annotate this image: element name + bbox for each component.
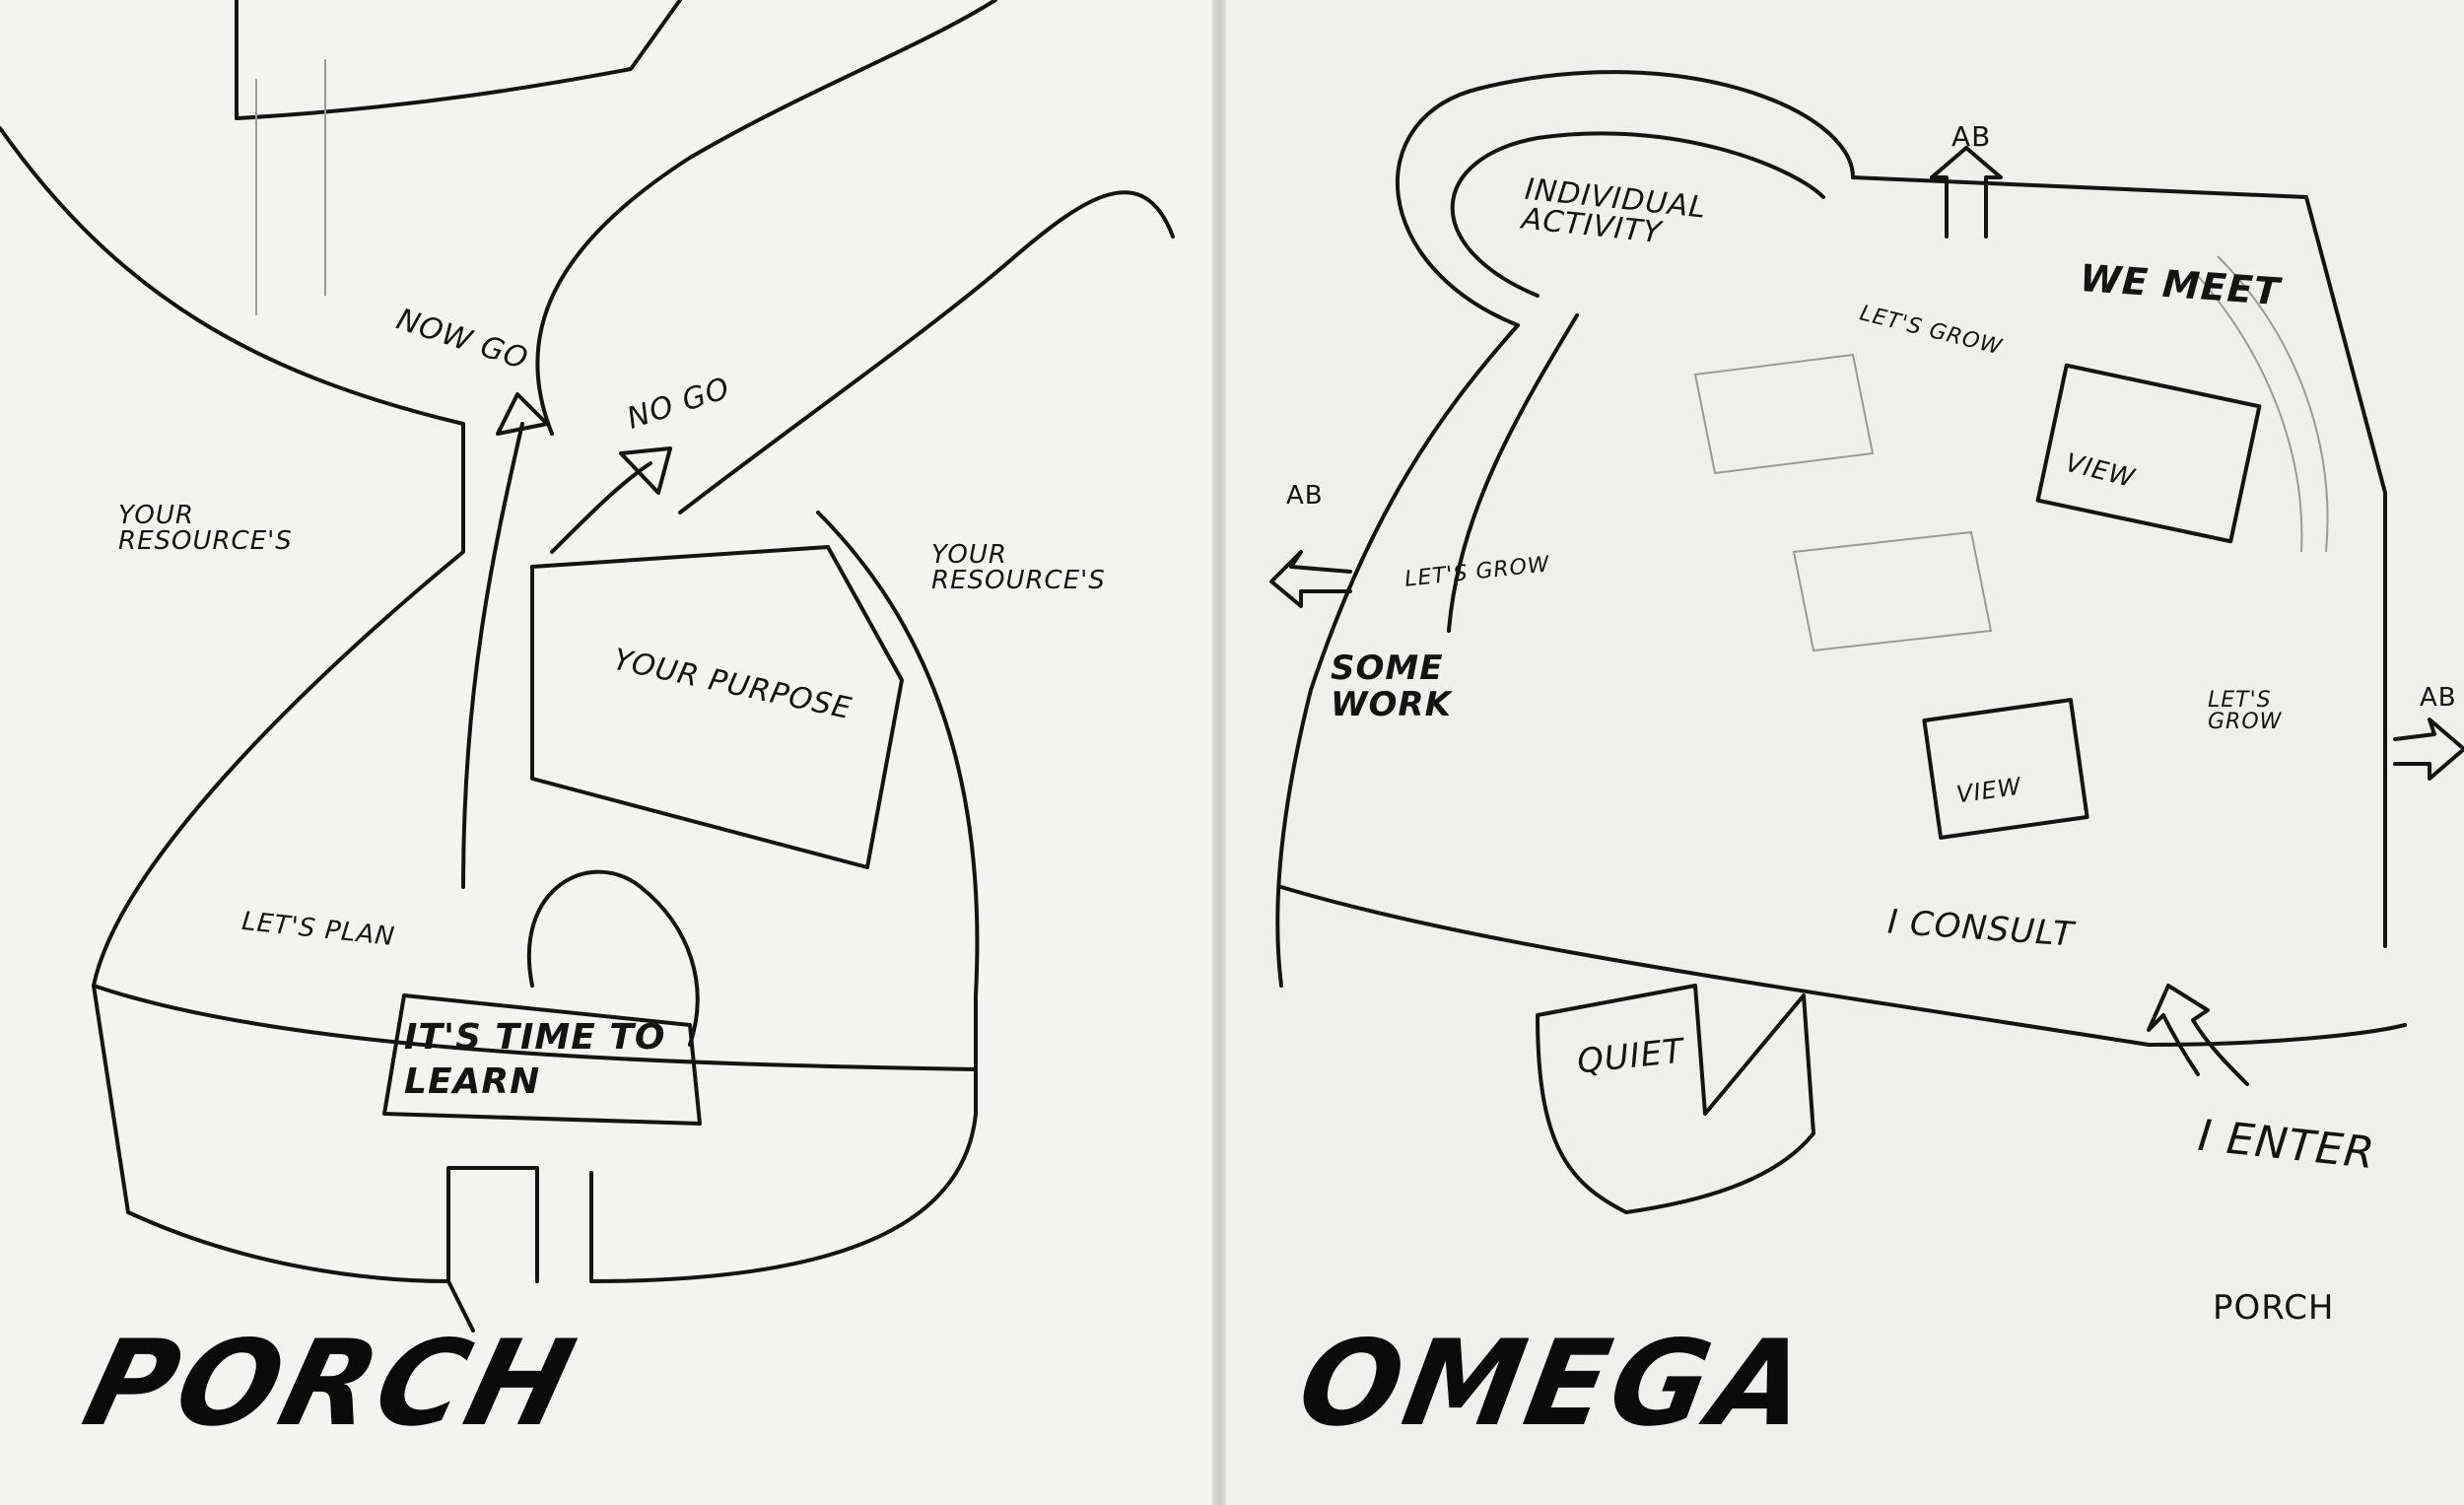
label-ab-top: AB [1951, 120, 1992, 153]
label-lets-grow-right: LET'S GROW [2208, 688, 2283, 734]
paper-fold [1212, 0, 1226, 1505]
left-arm-outline [0, 126, 465, 988]
label-some-work: SOME WORK [1331, 649, 1452, 725]
omega-floor-right [2147, 1023, 2407, 1047]
top-arm-outline [235, 0, 682, 120]
omega-ribbon-left [1275, 323, 1520, 988]
label-resources-left: YOUR RESOURCE'S [118, 501, 293, 556]
ab-right-arrow [2393, 718, 2464, 781]
label-ab-right: AB [2420, 683, 2457, 713]
ab-left-arrow [1269, 550, 1352, 608]
pencil-guide-3 [1693, 353, 1875, 475]
pillar-left [446, 1171, 475, 1333]
center-arm-outline [535, 0, 997, 436]
right-sheet [1220, 0, 2464, 1505]
left-sheet [0, 0, 1220, 1505]
omega-loop [1396, 70, 1855, 327]
purpose-sign [530, 545, 904, 869]
title-omega: OMEGA [1288, 1316, 1821, 1453]
pencil-guide-5 [2217, 255, 2329, 553]
left-wall [92, 984, 130, 1214]
no-go-arrowhead [619, 446, 672, 495]
now-go-arrowhead [496, 392, 549, 436]
omega-floor [1279, 885, 2151, 1047]
omega-right-wall [1851, 175, 2387, 948]
view-bottom-screen [1922, 698, 2089, 840]
label-ab-left: AB [1286, 481, 1324, 511]
learn-sign [382, 993, 702, 1126]
body-band [92, 984, 978, 1071]
arch [526, 869, 700, 1047]
no-go-path [550, 461, 652, 554]
ab-top-arrow [1930, 146, 2003, 239]
pencil-guide-4 [1792, 530, 1993, 652]
quiet-block [1536, 984, 1815, 1214]
right-arm-outline [678, 190, 1175, 514]
label-quiet: QUIET [1575, 1031, 1686, 1082]
omega-ribbon-inner [1447, 313, 1579, 633]
label-time-to-learn: IT'S TIME TO LEARN [404, 1017, 666, 1102]
label-resources-right: YOUR RESOURCE'S [931, 540, 1106, 595]
body-outline [589, 511, 980, 1283]
omega-inner-loop [1450, 131, 1825, 298]
label-porch-small: PORCH [2213, 1288, 2335, 1328]
view-top-screen [2035, 363, 2262, 544]
title-porch: PORCH [71, 1316, 590, 1453]
body-base [126, 1166, 539, 1283]
enter-arrow [2147, 984, 2249, 1086]
pencil-guide-6 [2197, 275, 2303, 553]
now-go-path [461, 422, 524, 889]
